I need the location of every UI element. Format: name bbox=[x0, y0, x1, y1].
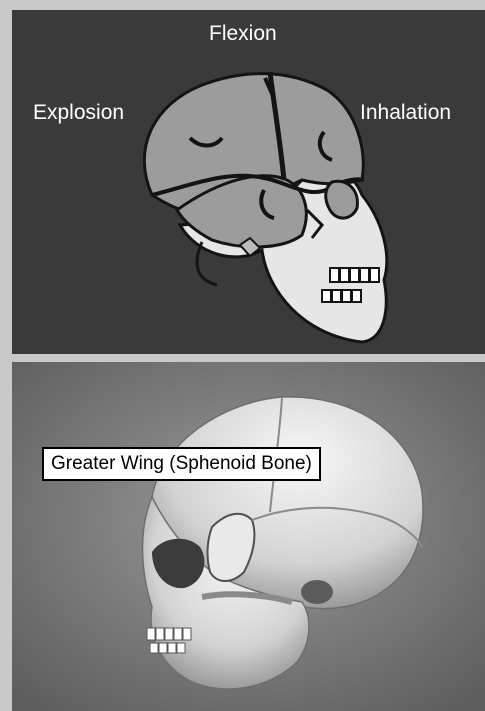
sphenoid-skull-render bbox=[12, 362, 485, 711]
inhalation-label: Inhalation bbox=[360, 101, 451, 125]
greater-wing-callout: Greater Wing (Sphenoid Bone) bbox=[42, 447, 321, 481]
flexion-label: Flexion bbox=[209, 22, 277, 46]
bottom-skull-render: Greater Wing (Sphenoid Bone) bbox=[12, 362, 485, 711]
explosion-label: Explosion bbox=[33, 101, 124, 125]
cranial-motion-illustration bbox=[12, 10, 485, 354]
top-skull-diagram: Flexion Explosion Inhalation bbox=[12, 10, 485, 354]
